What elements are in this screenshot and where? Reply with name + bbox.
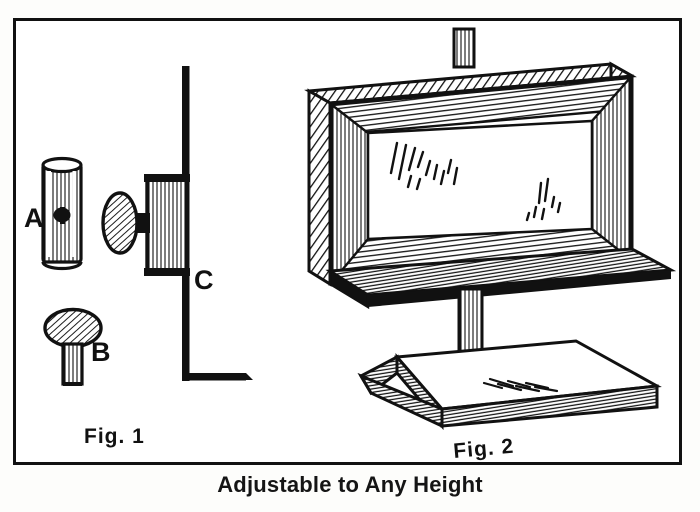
frame-shelf-ledge — [325, 247, 677, 310]
wooden-base — [357, 339, 662, 431]
frame-left-slab — [307, 88, 332, 287]
part-label-b: B — [91, 337, 111, 367]
fig2-label: Fig. 2 — [452, 435, 515, 462]
illustration-border: A B — [13, 18, 682, 465]
fig1-group: A B — [24, 66, 253, 448]
part-b-thumbscrew — [43, 307, 103, 386]
fig1-label: Fig. 1 — [84, 425, 145, 448]
mirror-glass — [371, 124, 590, 237]
part-c-collar-assembly — [101, 174, 190, 276]
part-c-bracket — [182, 66, 253, 381]
part-a-sleeve — [41, 156, 83, 271]
upper-post-stub — [452, 27, 476, 69]
technical-illustration: A B — [24, 27, 677, 462]
fig2-group: Fig. 2 — [304, 27, 677, 462]
post-shadow — [482, 377, 559, 393]
part-label-a: A — [24, 203, 44, 233]
mirror-reflection-streaks — [389, 141, 562, 222]
part-label-c: C — [194, 265, 214, 295]
figure-caption: Adjustable to Any Height — [217, 472, 483, 497]
